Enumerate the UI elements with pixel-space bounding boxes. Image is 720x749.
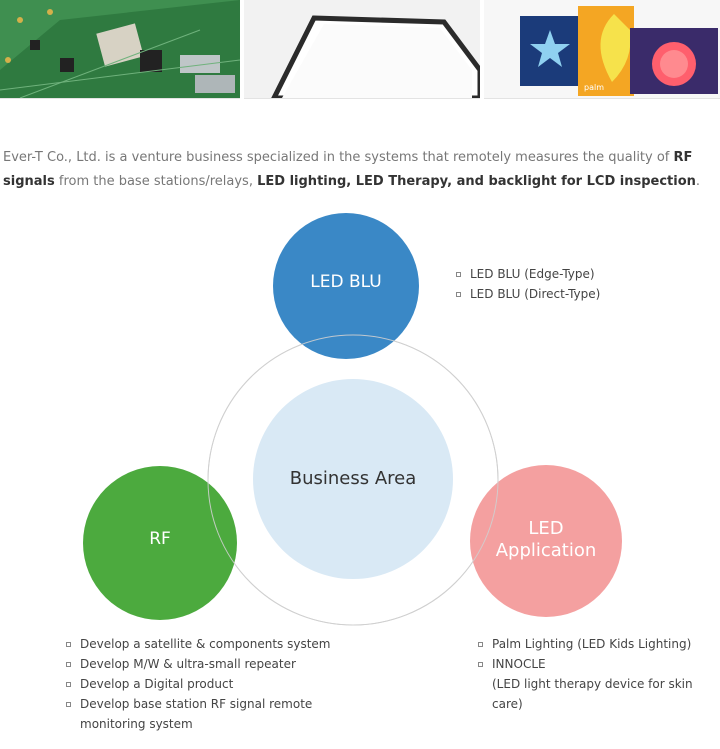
intro-bold-rf: RF signals	[3, 150, 693, 189]
led-blu-list: LED BLU (Edge-Type) LED BLU (Direct-Type…	[454, 264, 600, 304]
svg-text:palm: palm	[584, 83, 604, 92]
led-application-circle	[470, 465, 622, 617]
list-item-continuation: (LED light therapy device for skin care)	[492, 677, 693, 711]
list-item: Develop M/W & ultra-small repeater	[64, 654, 331, 674]
business-area-label: Business Area	[289, 468, 417, 489]
list-item: LED BLU (Edge-Type)	[454, 264, 600, 284]
list-item: Develop a satellite & components system	[64, 634, 331, 654]
led-blu-circle	[273, 213, 419, 359]
list-item: Develop a Digital product	[64, 674, 331, 694]
intro-bold-led: LED lighting, LED Therapy, and backlight…	[257, 174, 696, 189]
circuit-board-photo	[0, 0, 240, 99]
led-blu-label: LED BLU	[310, 272, 382, 292]
led-application-label: LED Application	[495, 518, 597, 561]
led-backlight-panel-photo	[244, 0, 480, 99]
list-item: INNOCLE	[476, 654, 720, 674]
led-kids-lighting-photo: palm	[484, 0, 720, 99]
rf-list: Develop a satellite & components system …	[64, 634, 331, 734]
list-item: LED BLU (Direct-Type)	[454, 284, 600, 304]
list-item: Develop base station RF signal remote	[64, 694, 331, 714]
intro-text: Ever-T Co., Ltd. is a venture business s…	[3, 150, 701, 189]
business-area-circle	[253, 379, 453, 579]
rf-circle	[83, 466, 237, 620]
business-area-diagram: LED BLU RF LED Application Business Area…	[0, 200, 720, 749]
list-item-continuation: monitoring system	[80, 717, 193, 731]
list-item: Palm Lighting (LED Kids Lighting)	[476, 634, 720, 654]
rf-label: RF	[149, 529, 171, 549]
led-application-list: Palm Lighting (LED Kids Lighting) INNOCL…	[476, 634, 720, 714]
